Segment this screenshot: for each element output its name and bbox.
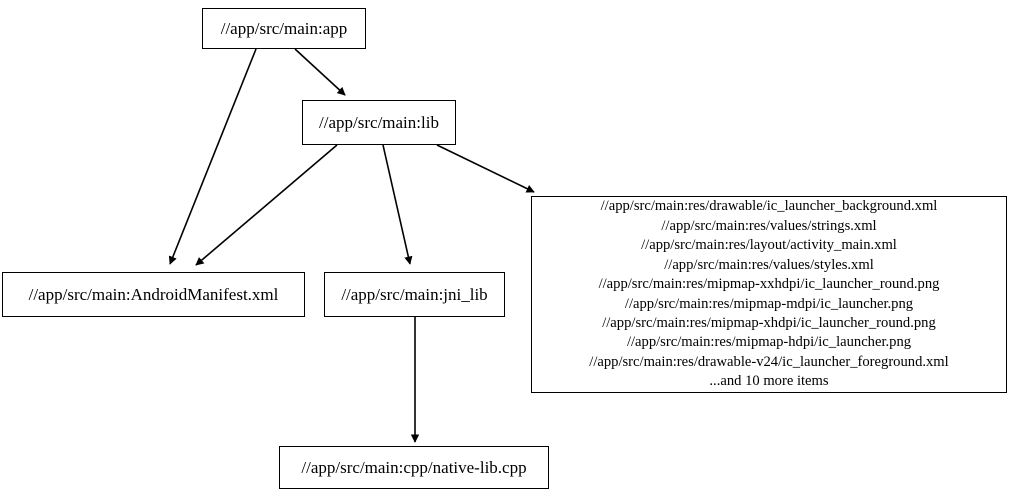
node-res-resources-bundle[interactable]: //app/src/main:res/drawable/ic_launcher_…: [531, 196, 1007, 393]
edge-lib-to-manifest: [195, 144, 338, 266]
node-res-label: //app/src/main:res/drawable/ic_launcher_…: [589, 198, 949, 390]
node-app-label: //app/src/main:app: [220, 19, 348, 38]
node-jni-label: //app/src/main:jni_lib: [341, 285, 488, 304]
edge-app-to-manifest: [168, 48, 257, 265]
node-cpp-native-lib[interactable]: //app/src/main:cpp/native-lib.cpp: [279, 446, 549, 489]
node-manifest-label: //app/src/main:AndroidManifest.xml: [28, 285, 279, 304]
edge-lib-to-jni: [382, 144, 413, 265]
node-app-src-main-app[interactable]: //app/src/main:app: [202, 8, 366, 49]
node-android-manifest-xml[interactable]: //app/src/main:AndroidManifest.xml: [2, 272, 305, 317]
node-cpp-label: //app/src/main:cpp/native-lib.cpp: [301, 458, 527, 477]
node-jni-lib[interactable]: //app/src/main:jni_lib: [324, 272, 505, 317]
edge-app-to-lib: [294, 48, 346, 96]
node-app-src-main-lib[interactable]: //app/src/main:lib: [302, 100, 456, 145]
node-lib-label: //app/src/main:lib: [319, 113, 439, 132]
edge-lib-to-res: [436, 144, 535, 193]
